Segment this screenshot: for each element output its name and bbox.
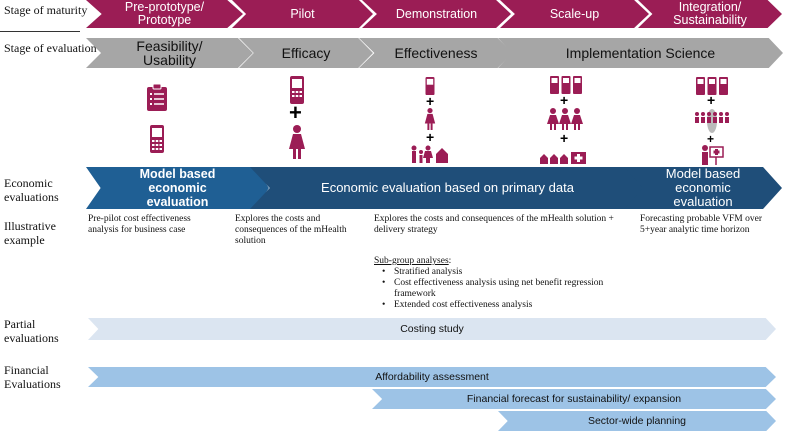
- mobile-phone-icon: [150, 125, 164, 153]
- plus-icon: +: [707, 92, 716, 108]
- subgroup-title: Sub-group analyses: [374, 256, 449, 266]
- maturity-stage-pre-prototype: Pre-prototype/ Prototype: [86, 0, 243, 28]
- doctor-icon: [702, 145, 724, 165]
- row-label-stage-of-evaluation: Stage of evaluation: [4, 41, 97, 55]
- plus-icon: +: [426, 129, 435, 145]
- row-label-financial-evaluations: Financial Evaluations: [4, 363, 61, 391]
- subgroup-item: Stratified analysis: [382, 267, 634, 278]
- maturity-stage-scale-up: Scale-up: [500, 0, 649, 28]
- row-label-illustrative-example: Illustrative example: [4, 219, 56, 247]
- subgroup-item: Cost effectiveness analysis using net be…: [382, 278, 634, 300]
- house-icon: [436, 148, 448, 163]
- financial-forecast-bar: Financial forecast for sustainability/ e…: [372, 389, 776, 409]
- illustrative-text-col4: Forecasting probable VFM over 5+year ana…: [640, 214, 762, 235]
- mobile-phone-icon: [290, 76, 304, 104]
- plus-icon: +: [560, 130, 569, 146]
- illustrative-text-col1: Pre-pilot cost effectiveness analysis fo…: [88, 214, 191, 235]
- mobile-phone-icon: [425, 77, 435, 95]
- economic-model-based-left: Model based economic evaluation: [86, 167, 269, 209]
- economic-primary-data: Economic evaluation based on primary dat…: [250, 167, 645, 209]
- maturity-stage-demonstration: Demonstration: [362, 0, 511, 28]
- row-label-economic-evaluations: Economic evaluations: [4, 176, 59, 204]
- subgroup-item: Extended cost effectiveness analysis: [382, 300, 634, 311]
- clinic-icon: [540, 152, 586, 164]
- clipboard-icon: [147, 84, 167, 111]
- row-label-stage-of-maturity: Stage of maturity: [4, 3, 88, 17]
- evaluation-stage-implementation-science: Implementation Science: [498, 38, 783, 68]
- row-label-partial-evaluations: Partial evaluations: [4, 317, 59, 345]
- woman-icon: [547, 108, 583, 130]
- plus-icon: +: [426, 93, 435, 109]
- evaluation-stage-feasibility: Feasibility/ Usability: [86, 38, 253, 68]
- woman-icon: [424, 108, 436, 130]
- subgroup-analyses: Sub-group analyses: Stratified analysis …: [374, 256, 634, 311]
- economic-model-based-right: Model based economic evaluation: [624, 167, 782, 209]
- plus-icon: +: [289, 100, 302, 125]
- maturity-stage-pilot: Pilot: [232, 0, 373, 28]
- costing-study-bar: Costing study: [88, 318, 776, 340]
- divider: [0, 31, 80, 32]
- woman-icon: [695, 109, 729, 133]
- affordability-assessment-bar: Affordability assessment: [88, 367, 776, 387]
- illustrative-text-col2: Explores the costs and consequences of t…: [235, 214, 347, 246]
- plus-icon: +: [707, 132, 715, 146]
- evaluation-stage-effectiveness: Effectiveness: [359, 38, 513, 68]
- plus-icon: +: [560, 92, 569, 108]
- woman-icon: [289, 125, 305, 159]
- maturity-stage-integration: Integration/ Sustainability: [638, 0, 782, 28]
- evaluation-stage-efficacy: Efficacy: [239, 38, 373, 68]
- illustrative-text-col3: Explores the costs and consequences of t…: [374, 214, 614, 235]
- mobile-phone-icon: [696, 77, 728, 95]
- family-icon: [411, 145, 448, 163]
- mobile-phone-icon: [550, 76, 582, 94]
- sector-wide-planning-bar: Sector-wide planning: [498, 411, 776, 431]
